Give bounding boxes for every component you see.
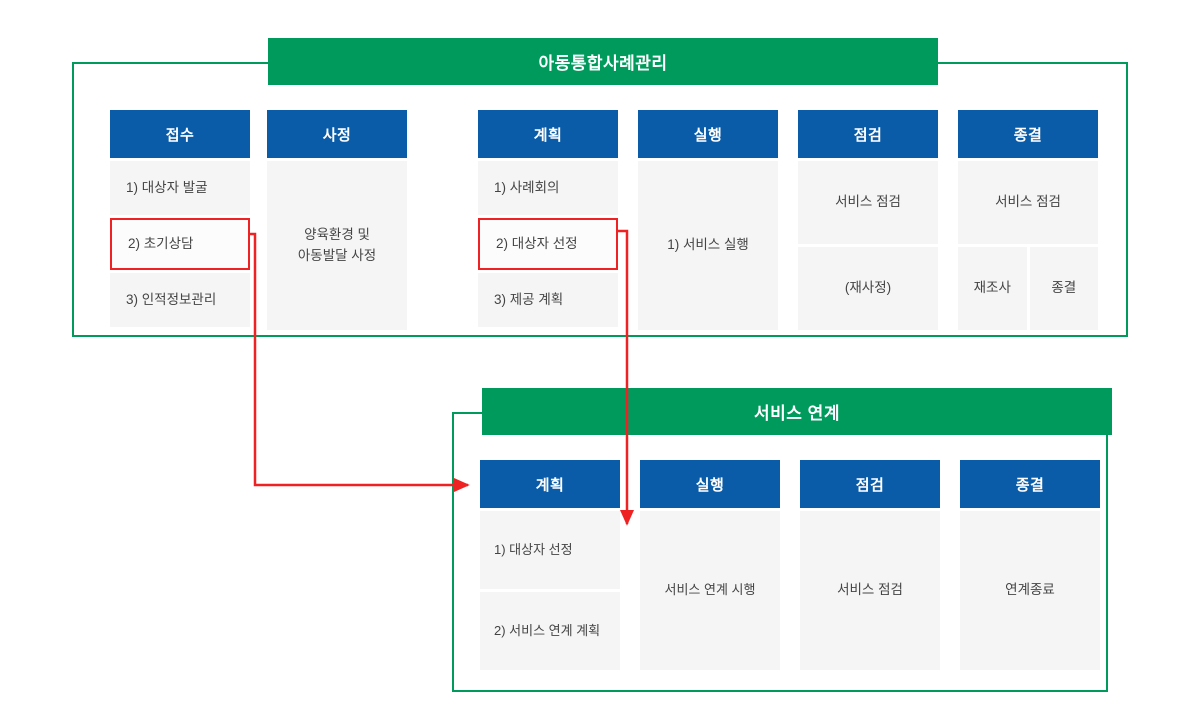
cell-linkage-plan-2: 2) 서비스 연계 계획 (480, 592, 620, 670)
column-header-plan: 계획 (478, 110, 618, 158)
cell-plan-2-highlighted: 2) 대상자 선정 (478, 218, 618, 270)
column-header-monitoring: 점검 (798, 110, 938, 158)
spacer (798, 158, 938, 161)
column-monitoring: 점검 서비스 점검 (재사정) (798, 110, 938, 330)
spacer (640, 508, 780, 511)
cell-assessment-1: 양육환경 및 아동발달 사정 (267, 161, 407, 330)
column-header-intake: 접수 (110, 110, 250, 158)
spacer (267, 158, 407, 161)
cell-linkage-execution-1: 서비스 연계 시행 (640, 511, 780, 670)
spacer (798, 244, 938, 247)
spacer (638, 158, 778, 161)
column-intake: 접수 1) 대상자 발굴 2) 초기상담 3) 인적정보관리 (110, 110, 250, 327)
cell-monitoring-2: (재사정) (798, 247, 938, 330)
cell-termination-1: 서비스 점검 (958, 161, 1098, 244)
spacer (958, 244, 1098, 247)
spacer (480, 589, 620, 592)
section-banner-child-integrated-case-management: 아동통합사례관리 (268, 38, 938, 85)
spacer (110, 158, 250, 161)
column-header-linkage-plan: 계획 (480, 460, 620, 508)
cell-termination-split-row: 재조사 종결 (958, 247, 1098, 330)
column-assessment: 사정 양육환경 및 아동발달 사정 (267, 110, 407, 330)
cell-execution-1: 1) 서비스 실행 (638, 161, 778, 330)
spacer (478, 270, 618, 273)
column-header-linkage-termination: 종결 (960, 460, 1100, 508)
column-linkage-termination: 종결 연계종료 (960, 460, 1100, 670)
cell-intake-2-highlighted: 2) 초기상담 (110, 218, 250, 270)
column-header-assessment: 사정 (267, 110, 407, 158)
column-header-execution: 실행 (638, 110, 778, 158)
spacer (110, 215, 250, 218)
spacer (480, 508, 620, 511)
spacer (110, 270, 250, 273)
spacer (958, 158, 1098, 161)
section-title: 아동통합사례관리 (538, 54, 668, 73)
cell-termination-close: 종결 (1029, 247, 1098, 330)
section-banner-service-linkage: 서비스 연계 (482, 388, 1112, 435)
column-linkage-monitoring: 점검 서비스 점검 (800, 460, 940, 670)
column-header-termination: 종결 (958, 110, 1098, 158)
column-termination: 종결 서비스 점검 재조사 종결 (958, 110, 1098, 330)
column-execution: 실행 1) 서비스 실행 (638, 110, 778, 330)
cell-termination-reinvestigation: 재조사 (958, 247, 1027, 330)
cell-linkage-monitoring-1: 서비스 점검 (800, 511, 940, 670)
spacer (478, 215, 618, 218)
cell-linkage-plan-1: 1) 대상자 선정 (480, 511, 620, 589)
cell-plan-3: 3) 제공 계획 (478, 273, 618, 327)
spacer (478, 158, 618, 161)
column-header-linkage-monitoring: 점검 (800, 460, 940, 508)
cell-monitoring-1: 서비스 점검 (798, 161, 938, 244)
spacer (800, 508, 940, 511)
column-plan: 계획 1) 사례회의 2) 대상자 선정 3) 제공 계획 (478, 110, 618, 327)
spacer (1026, 247, 1030, 330)
spacer (960, 508, 1100, 511)
column-header-linkage-execution: 실행 (640, 460, 780, 508)
cell-plan-1: 1) 사례회의 (478, 161, 618, 215)
section-title: 서비스 연계 (754, 404, 840, 423)
cell-intake-3: 3) 인적정보관리 (110, 273, 250, 327)
cell-intake-1: 1) 대상자 발굴 (110, 161, 250, 215)
column-linkage-plan: 계획 1) 대상자 선정 2) 서비스 연계 계획 (480, 460, 620, 670)
cell-linkage-termination-1: 연계종료 (960, 511, 1100, 670)
column-linkage-execution: 실행 서비스 연계 시행 (640, 460, 780, 670)
